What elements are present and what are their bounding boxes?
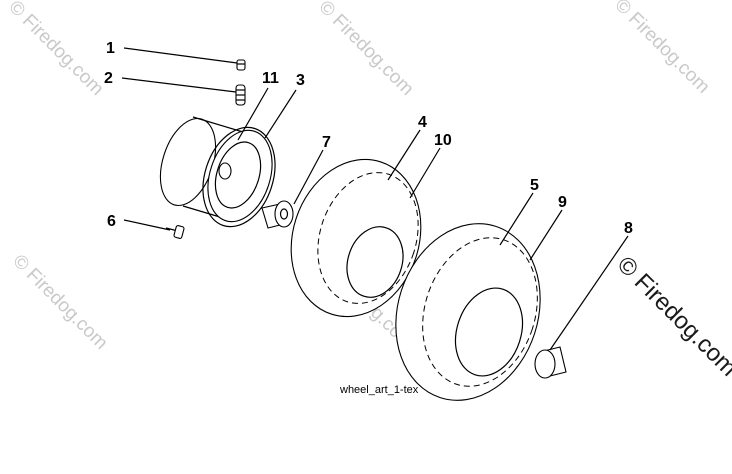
callout-2: 2 [104, 70, 113, 87]
watermark-top-center: © Firedog.com [314, 0, 417, 100]
callout-7: 7 [322, 134, 331, 151]
part-2-valve-stem [235, 84, 246, 106]
part-1-cap [236, 59, 246, 71]
part-5-tire [395, 223, 541, 401]
leader-2 [121, 77, 237, 93]
callout-labels: 1 2 11 3 7 6 4 10 5 9 8 [104, 40, 633, 237]
leader-4 [387, 129, 421, 181]
part-3-flange-ring [202, 126, 276, 228]
callout-11: 11 [262, 70, 279, 87]
watermark-top-right: © Firedog.com [610, 0, 713, 98]
leader-8 [549, 235, 629, 351]
callout-10: 10 [434, 132, 452, 149]
watermark-prominent: © Firedog.com [612, 251, 732, 382]
callout-5: 5 [530, 177, 539, 194]
leader-lines [121, 47, 629, 351]
part-6-bolt [165, 225, 185, 239]
part-8-hub-cap [534, 346, 567, 379]
callout-1: 1 [106, 40, 115, 57]
leader-1 [123, 47, 238, 64]
watermark-top-left: © Firedog.com [4, 0, 107, 100]
callout-8: 8 [624, 220, 633, 237]
leader-3 [264, 89, 297, 139]
part-4-tire [290, 158, 422, 318]
leader-9 [529, 209, 563, 261]
leader-6 [123, 219, 171, 231]
leader-11 [237, 87, 269, 141]
watermark-bottom-left: © Firedog.com [8, 251, 111, 354]
figure-caption: wheel_art_1-tex [339, 384, 419, 396]
callout-9: 9 [558, 194, 567, 211]
part-7-bushing [261, 200, 294, 229]
callout-6: 6 [107, 213, 116, 230]
leader-5 [499, 192, 534, 246]
leader-7 [293, 149, 324, 205]
callout-4: 4 [418, 114, 427, 131]
callout-3: 3 [296, 72, 305, 89]
leader-10 [409, 147, 441, 199]
part-11-rim [159, 116, 273, 223]
